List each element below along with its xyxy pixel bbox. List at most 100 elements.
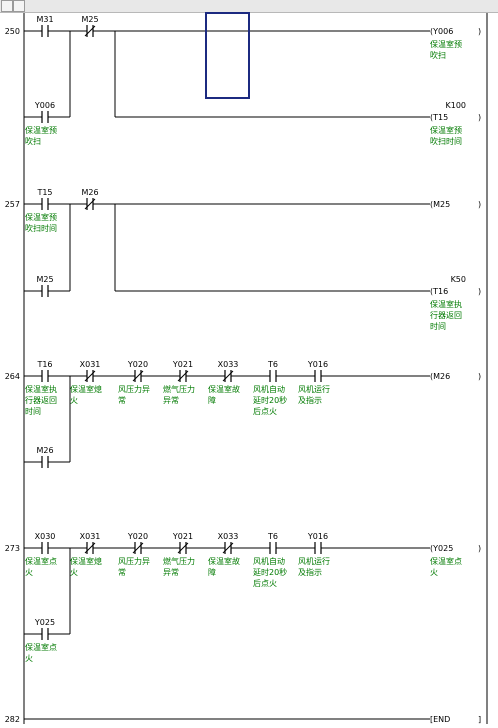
device-comment: 保温室执	[25, 384, 57, 394]
nc-slash	[84, 25, 96, 37]
contact-nc[interactable]: M25	[81, 15, 99, 37]
coil-label: (Y006	[430, 27, 453, 36]
device-label: Y020	[127, 532, 148, 541]
device-comment: 火	[25, 654, 33, 663]
coil-close: )	[478, 27, 481, 36]
device-label: T15	[36, 188, 52, 197]
toolbar-button[interactable]	[1, 0, 13, 12]
device-comment: 燃气压力	[163, 556, 195, 566]
coil-close: )	[478, 287, 481, 296]
device-comment: 异常	[163, 396, 179, 405]
nc-slash	[84, 198, 96, 210]
device-comment: 火	[25, 568, 33, 577]
device-label: Y021	[172, 532, 193, 541]
device-comment: 火	[70, 396, 78, 405]
nc-slash	[222, 370, 234, 382]
device-label: X031	[80, 360, 101, 369]
device-comment: 时间	[25, 406, 41, 416]
coil-comment: 吹扫	[430, 50, 446, 60]
coil-close: )	[478, 544, 481, 553]
device-label: M25	[81, 15, 98, 24]
coil-comment: 时间	[430, 321, 446, 331]
edit-cursor[interactable]	[205, 12, 250, 99]
nc-slash	[177, 542, 189, 554]
device-comment: 风机运行	[298, 384, 330, 394]
device-comment: 延时20秒	[253, 567, 287, 577]
device-label: T6	[267, 532, 278, 541]
end-close: ]	[478, 715, 481, 724]
nc-slash	[132, 542, 144, 554]
coil-comment: 保温室点	[430, 556, 462, 566]
device-comment: 保温室点	[25, 642, 57, 652]
device-label: X030	[35, 532, 56, 541]
device-comment: 保温室熄	[70, 384, 102, 394]
device-comment: 风压力异	[118, 556, 150, 566]
coil-comment: 行器返回	[430, 310, 462, 320]
device-label: M25	[36, 275, 53, 284]
contact-no[interactable]: M31	[36, 15, 54, 37]
device-label: X033	[218, 532, 239, 541]
coil-comment: 保温室预	[430, 125, 462, 135]
output-coil[interactable]: (M25)	[430, 200, 481, 209]
device-comment: 保温室熄	[70, 556, 102, 566]
device-comment: 保温室预	[25, 125, 57, 135]
device-comment: 保温室故	[208, 556, 240, 566]
device-comment: 延时20秒	[253, 395, 287, 405]
end-instruction: [END	[430, 715, 450, 724]
coil-comment: 火	[430, 568, 438, 577]
timer-constant: K50	[451, 275, 466, 284]
coil-label: (M25	[430, 200, 450, 209]
step-number: 264	[5, 372, 20, 381]
toolbar-button[interactable]	[13, 0, 25, 12]
contact-no[interactable]: M25	[36, 275, 54, 297]
nc-slash	[84, 370, 96, 382]
coil-close: )	[478, 372, 481, 381]
device-label: Y016	[307, 360, 328, 369]
device-comment: 吹扫时间	[25, 223, 57, 233]
device-label: Y021	[172, 360, 193, 369]
nc-slash	[222, 542, 234, 554]
device-label: Y006	[34, 101, 55, 110]
contact-nc[interactable]: M26	[81, 188, 99, 210]
contact-no[interactable]: M26	[36, 446, 54, 468]
coil-label: (M26	[430, 372, 450, 381]
device-label: Y020	[127, 360, 148, 369]
device-comment: 障	[208, 395, 216, 405]
device-comment: 燃气压力	[163, 384, 195, 394]
device-comment: 异常	[163, 568, 179, 577]
output-coil[interactable]: (M26)	[430, 372, 481, 381]
device-comment: 常	[118, 568, 126, 577]
device-comment: 保温室预	[25, 212, 57, 222]
device-comment: 常	[118, 396, 126, 405]
device-label: Y025	[34, 618, 55, 627]
device-comment: 及指示	[298, 567, 322, 577]
coil-comment: 吹扫时间	[430, 136, 462, 146]
device-comment: 及指示	[298, 395, 322, 405]
device-label: M26	[81, 188, 98, 197]
device-comment: 火	[70, 568, 78, 577]
nc-slash	[84, 542, 96, 554]
